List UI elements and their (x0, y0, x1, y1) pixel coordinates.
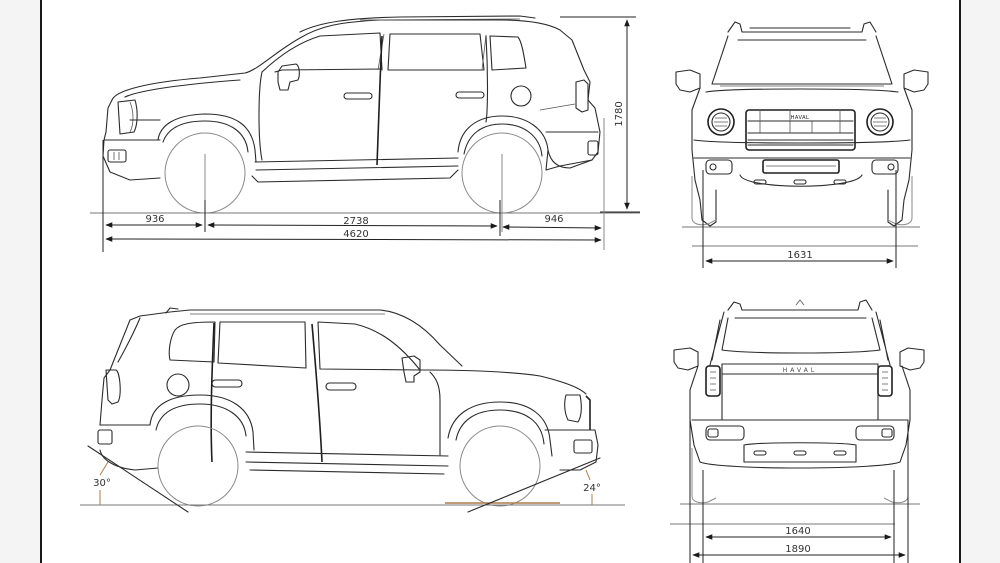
rear-track-label: 1640 (785, 526, 810, 537)
rear-brand-badge: HAVAL (783, 367, 817, 374)
front-view: HAVAL 1631 (675, 21, 929, 268)
front-overhang-label: 936 (145, 214, 164, 225)
wheelbase-label: 2738 (343, 216, 368, 227)
overall-height-label: 1780 (614, 101, 625, 126)
drawing-sheet (40, 0, 961, 563)
departure-angle-label: 30° (93, 478, 111, 489)
rear-overhang-label: 946 (544, 214, 563, 225)
rear-view: HAVAL 1640 1890 (670, 299, 925, 563)
front-grille-logo: HAVAL (791, 115, 810, 121)
overall-length-label: 4620 (343, 229, 368, 240)
overall-width-label: 1890 (785, 544, 810, 555)
front-track-label: 1631 (787, 250, 812, 261)
approach-angle-label: 24° (583, 483, 601, 494)
side-view-left: 1780 936 2738 946 4620 (90, 15, 640, 252)
side-view-right: 30° 24° (80, 307, 625, 513)
